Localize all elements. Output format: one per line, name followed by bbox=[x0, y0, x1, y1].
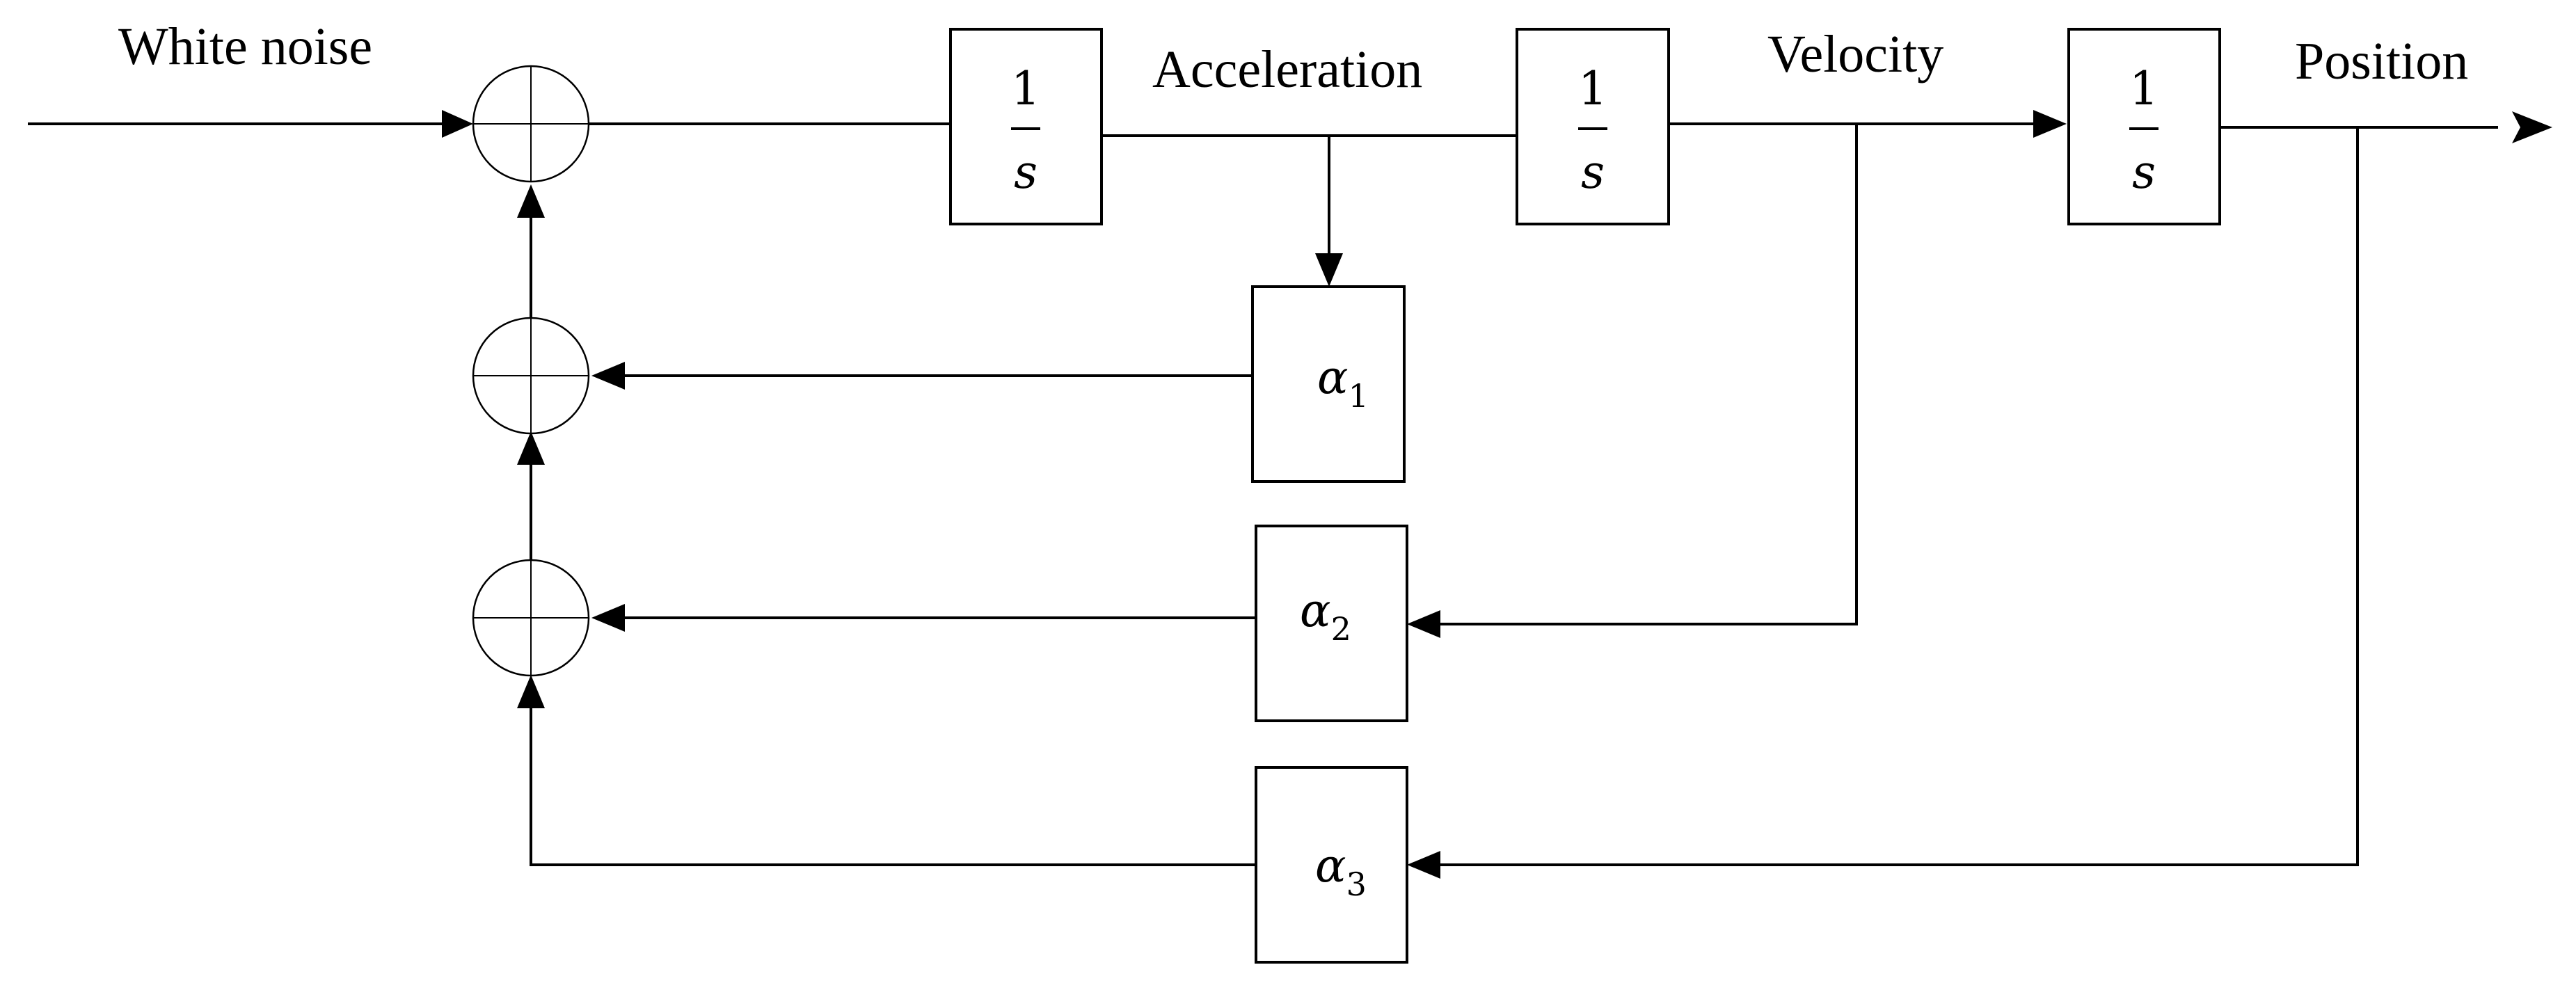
alpha1-subscript: 1 bbox=[1349, 377, 1369, 415]
white-noise-label: White noise bbox=[118, 17, 372, 76]
velocity-label: Velocity bbox=[1767, 25, 1943, 83]
position-label: Position bbox=[2295, 32, 2468, 90]
arrow-into-alpha2 bbox=[1407, 610, 1440, 638]
gain-block-alpha2: α2 bbox=[1255, 525, 1408, 722]
summing-junction-top bbox=[472, 65, 590, 183]
alpha3-symbol: α bbox=[1315, 839, 1346, 893]
svg-text:α2: α2 bbox=[1300, 584, 1351, 648]
arrowheads bbox=[442, 110, 2552, 879]
alpha3-output-wire bbox=[530, 696, 1256, 866]
arrow-into-alpha1 bbox=[1315, 253, 1343, 287]
alpha2-symbol: α bbox=[1300, 584, 1331, 637]
arrow-into-sum2-from-sum3 bbox=[517, 431, 545, 465]
integrator-1-denominator: s bbox=[1014, 145, 1037, 199]
integrator-3-numerator: 1 bbox=[2129, 62, 2158, 115]
velocity-tap-wire bbox=[1433, 124, 1858, 625]
arrow-into-sum1 bbox=[442, 110, 473, 138]
arrow-position-out bbox=[2512, 111, 2552, 143]
arrow-into-sum1-from-sum2 bbox=[517, 184, 545, 218]
arrow-into-sum3-from-alpha3 bbox=[517, 675, 545, 708]
gain-block-alpha3: α3 bbox=[1255, 766, 1408, 964]
svg-text:α1: α1 bbox=[1317, 351, 1369, 415]
alpha1-symbol: α bbox=[1317, 351, 1349, 404]
integrator-2-numerator: 1 bbox=[1578, 62, 1607, 115]
integrator-block-1: 1 s bbox=[949, 28, 1103, 225]
summing-junction-middle bbox=[472, 317, 590, 435]
summing-junction-bottom bbox=[472, 559, 590, 677]
integrator-block-3: 1 s bbox=[2067, 28, 2221, 225]
arrow-into-sum2-from-alpha1 bbox=[591, 362, 625, 390]
wires bbox=[28, 122, 2498, 866]
acceleration-label: Acceleration bbox=[1152, 40, 1422, 99]
alpha2-subscript: 2 bbox=[1331, 610, 1351, 648]
integrator-3-denominator: s bbox=[2132, 145, 2156, 199]
arrow-into-integrator3 bbox=[2033, 110, 2067, 138]
arrow-into-alpha3 bbox=[1407, 851, 1440, 879]
position-tap-wire bbox=[1433, 127, 2359, 866]
arrow-into-sum3-from-alpha2 bbox=[591, 604, 625, 632]
alpha3-subscript: 3 bbox=[1346, 866, 1367, 903]
gain-block-alpha1: α1 bbox=[1251, 285, 1406, 483]
integrator-2-denominator: s bbox=[1581, 145, 1605, 199]
integrator-1-numerator: 1 bbox=[1011, 62, 1040, 115]
svg-text:α3: α3 bbox=[1315, 839, 1367, 903]
integrator-block-2: 1 s bbox=[1516, 28, 1670, 225]
